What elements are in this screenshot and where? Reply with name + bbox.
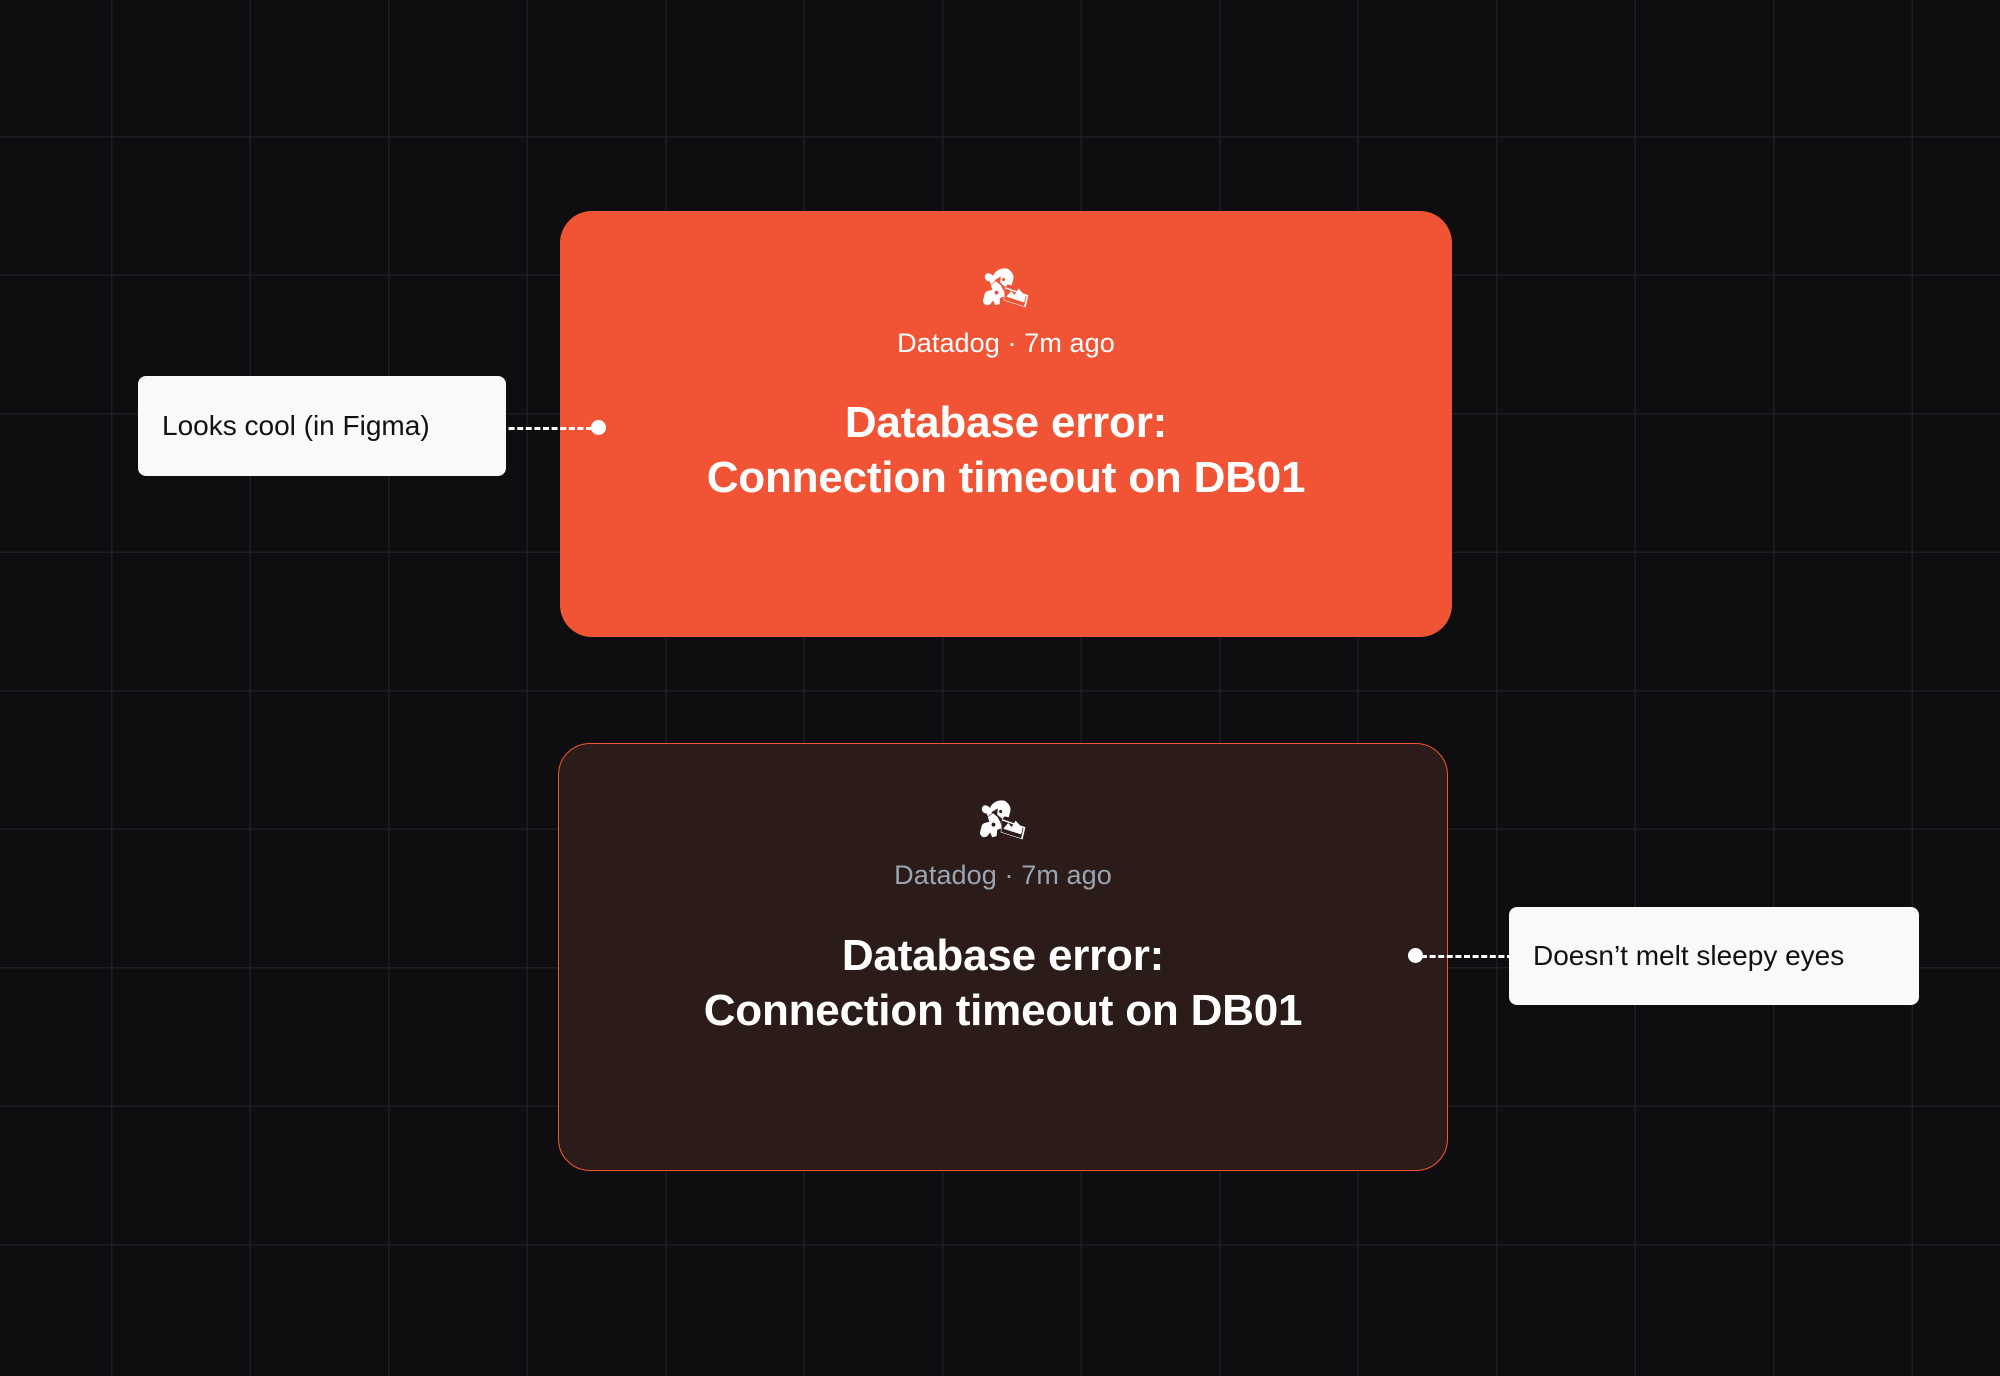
card-title: Database error: Connection timeout on DB…: [703, 931, 1303, 1036]
notification-card-outlined[interactable]: Datadog · 7m ago Database error: Connect…: [558, 743, 1448, 1171]
datadog-dog-icon: [980, 800, 1026, 840]
notification-card-filled[interactable]: Datadog · 7m ago Database error: Connect…: [560, 211, 1452, 637]
connector-dot-left[interactable]: [591, 420, 606, 435]
annotation-callout-left-text: Looks cool (in Figma): [162, 410, 430, 441]
connector-line-right: [1421, 955, 1513, 958]
datadog-dog-icon: [983, 268, 1029, 308]
annotation-callout-right-text: Doesn’t melt sleepy eyes: [1533, 940, 1845, 971]
connector-line-left: [500, 427, 592, 430]
annotation-callout-right[interactable]: Doesn’t melt sleepy eyes: [1509, 907, 1919, 1005]
annotation-callout-left[interactable]: Looks cool (in Figma): [138, 376, 506, 476]
card-meta-source-time: Datadog · 7m ago: [897, 328, 1115, 358]
connector-dot-right[interactable]: [1408, 948, 1423, 963]
card-meta-source-time: Datadog · 7m ago: [894, 860, 1112, 890]
card-title: Database error: Connection timeout on DB…: [706, 398, 1306, 503]
